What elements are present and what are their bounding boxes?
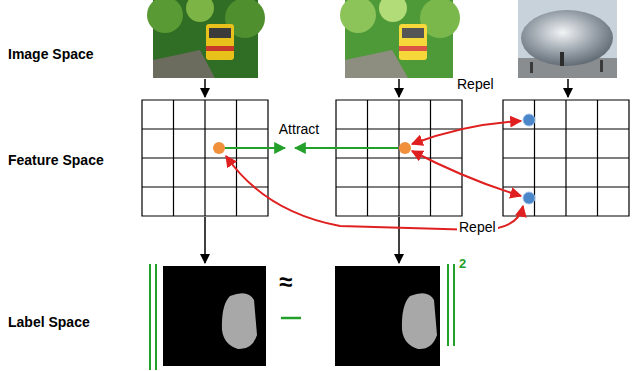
feature-grid: [503, 100, 629, 216]
person: [530, 62, 533, 73]
repel-arrow: [412, 151, 521, 196]
relation-label: Attract: [279, 121, 319, 138]
segmentation-mask: [163, 266, 266, 366]
norm-exponent: 2: [459, 256, 466, 272]
positive-feature-dot: [399, 142, 411, 154]
flow-arrow: [398, 79, 400, 97]
rail-track: [153, 50, 215, 78]
flow-arrow: [567, 79, 569, 97]
foliage: [379, 0, 407, 22]
flow-arrow: [398, 217, 400, 263]
negative-feature-dot: [523, 114, 535, 126]
feature-grid: [336, 100, 462, 216]
train-photo: [147, 0, 265, 78]
photo-background: [518, 0, 617, 78]
negative-feature-dot: [523, 192, 535, 204]
minus-sign: [281, 317, 301, 320]
approx-sign: ≈: [279, 268, 292, 297]
norm-bar: [447, 264, 449, 346]
attract-arrow: [295, 147, 398, 149]
repel-arrow: [412, 121, 521, 144]
flow-arrow: [204, 217, 206, 263]
foliage: [340, 0, 376, 33]
foliage: [186, 0, 214, 22]
flow-arrow: [204, 79, 206, 97]
train: [399, 24, 427, 60]
train-stripe: [206, 46, 234, 51]
row-label: Feature Space: [8, 152, 104, 169]
mask-region: [402, 293, 437, 349]
train-stripe: [399, 46, 427, 51]
train: [206, 24, 234, 60]
row-label: Label Space: [8, 314, 90, 331]
attract-arrow: [225, 147, 285, 149]
mask-region: [222, 293, 257, 349]
train-window: [402, 28, 424, 38]
feature-grid: [142, 100, 268, 216]
rail-track: [345, 50, 408, 78]
norm-bar: [155, 264, 157, 370]
anchor-feature-dot: [213, 142, 225, 154]
relation-label: Repel: [457, 219, 498, 236]
segmentation-mask: [335, 266, 440, 366]
norm-bar: [149, 264, 151, 370]
foliage: [147, 0, 183, 33]
train-photo-augmented: [340, 0, 460, 78]
bean-sculpture: [521, 10, 613, 66]
row-label: Image Space: [8, 46, 94, 63]
train-window: [209, 28, 231, 38]
person: [600, 60, 603, 72]
norm-bar: [453, 264, 455, 346]
person: [560, 52, 564, 66]
sculpture-photo: [518, 0, 617, 78]
relation-label: Repel: [457, 76, 494, 93]
